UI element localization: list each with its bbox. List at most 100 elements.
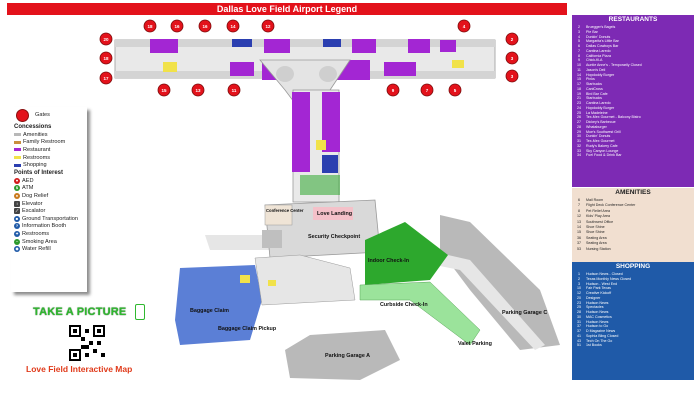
atm-icon: $ <box>14 185 20 192</box>
legend-item: ?Information Booth <box>14 223 67 230</box>
item-number: 7 <box>578 48 580 53</box>
legend-item: ~Smoking Area <box>14 238 57 245</box>
swatch-amenities <box>14 133 21 137</box>
item-number: 10 <box>577 63 581 67</box>
item-name: Hudson News <box>586 300 609 305</box>
water-icon: ◆ <box>14 246 20 253</box>
item-number: 15 <box>577 230 581 235</box>
label-valet-parking: Valet Parking <box>458 341 492 347</box>
restroom-icon: ✦ <box>14 230 20 237</box>
gate-marker[interactable] <box>227 83 241 97</box>
gate-icon <box>16 108 29 122</box>
item-number: 43 <box>577 338 581 343</box>
item-number: 33 <box>577 148 581 153</box>
legend-item: Amenities <box>11 131 87 139</box>
elevator-icon: ↕ <box>14 200 20 207</box>
item-number: 12 <box>577 214 581 219</box>
item-number: 31 <box>577 319 581 324</box>
legend-item: ♥AED <box>14 177 34 184</box>
shop-list-item: 43 Tech On The Go <box>572 339 694 344</box>
swatch-shopping <box>14 163 21 167</box>
item-name: Tech On The Go <box>586 338 613 343</box>
item-number: 25 <box>577 305 581 310</box>
gate-marker[interactable] <box>157 83 171 97</box>
gate-marker[interactable] <box>505 32 519 46</box>
legend-item: Shopping <box>11 161 87 169</box>
gate-number: 14 <box>230 24 236 29</box>
restaurant-block <box>150 39 178 53</box>
gate-marker[interactable] <box>226 19 240 33</box>
legend-item: ◆Water Refill <box>14 246 51 253</box>
gate-marker[interactable] <box>99 71 113 85</box>
gate-number: 16 <box>174 24 180 29</box>
gate-marker[interactable] <box>198 19 212 33</box>
item-number: 27 <box>577 120 581 124</box>
item-number: 30 <box>577 134 581 139</box>
item-number: 3 <box>578 281 580 286</box>
gate-marker[interactable] <box>261 19 275 33</box>
item-number: 6 <box>578 44 580 48</box>
shop-block <box>323 39 341 47</box>
heart-icon: ♥ <box>14 177 20 184</box>
label-love-landing: Love Landing <box>317 211 352 217</box>
item-name: Hudson News - Closed <box>586 272 623 276</box>
amenities-title: AMENITIES <box>615 189 651 196</box>
item-name: Southwest Office <box>586 219 614 224</box>
item-number: 29 <box>577 129 581 134</box>
item-number: 6 <box>578 198 580 202</box>
gate-marker[interactable] <box>99 32 113 46</box>
phone-icon <box>135 304 145 320</box>
gate-marker[interactable] <box>170 19 184 33</box>
item-name: Pet Relief Area <box>586 208 610 213</box>
label-indoor-checkin: Indoor Check-In <box>368 258 409 264</box>
item-number: 28 <box>577 124 581 129</box>
item-number: 36 <box>577 235 581 240</box>
item-name: Starbucks <box>586 82 602 86</box>
gate-marker[interactable] <box>457 19 471 33</box>
item-name: Dunkin' Donuts <box>586 134 611 139</box>
restaurant-list-item: 30 Dunkin' Donuts <box>572 134 694 139</box>
restaurant-block <box>230 62 254 76</box>
item-name: Kids' Play Area <box>586 214 611 219</box>
escalator-icon: ⟋ <box>14 208 20 215</box>
gate-marker[interactable] <box>99 51 113 65</box>
gate-number: 2 <box>511 37 514 42</box>
gate-marker[interactable] <box>505 69 519 83</box>
gate-marker[interactable] <box>143 19 157 33</box>
item-number: 8 <box>578 53 580 58</box>
item-number: 28 <box>577 310 581 314</box>
dog-icon: ● <box>14 192 20 199</box>
item-name: Margarita's Little Bar <box>586 39 619 44</box>
take-picture-label: TAKE A PICTURE <box>33 306 127 318</box>
item-number: 2 <box>578 276 580 281</box>
item-name: Bruegger's Bagels <box>586 25 616 29</box>
gate-number: 7 <box>426 88 429 93</box>
restaurant-block <box>352 39 376 53</box>
legend-gates-label: Gates <box>35 112 50 118</box>
item-name: D Magazine News <box>586 329 616 333</box>
item-number: 14 <box>577 72 581 77</box>
item-name: Hudson to Go <box>586 324 609 329</box>
qr-code[interactable] <box>69 325 105 361</box>
interactive-map-link[interactable]: Love Field Interactive Map <box>26 364 133 374</box>
gate-marker[interactable] <box>505 51 519 65</box>
gate-number: 15 <box>161 88 167 93</box>
gate-marker[interactable] <box>448 83 462 97</box>
gate-marker[interactable] <box>191 83 205 97</box>
gate-marker[interactable] <box>386 83 400 97</box>
gate-marker[interactable] <box>420 83 434 97</box>
